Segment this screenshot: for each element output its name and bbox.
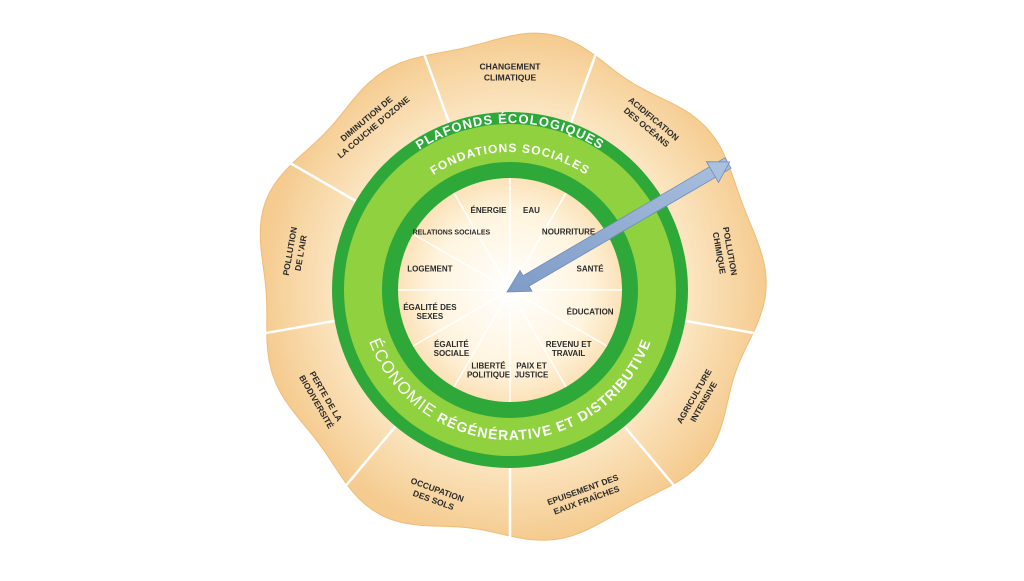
social-label: ÉDUCATION (567, 308, 614, 317)
social-label: SANTÉ (577, 265, 605, 274)
ecological-divider (343, 425, 397, 489)
ecological-divider (255, 319, 335, 337)
social-label: RELATIONS SOCIALES (413, 229, 491, 236)
social-divider (509, 289, 567, 388)
social-foundation-dividers (398, 178, 622, 402)
social-label: LOGEMENT (407, 265, 452, 274)
arrow-head-outer (705, 161, 731, 184)
ecological-divider (623, 425, 677, 489)
social-label: EAU (523, 206, 540, 215)
ecological-divider (685, 319, 765, 337)
ecological-divider (420, 47, 451, 124)
social-divider (412, 289, 511, 347)
social-divider (453, 289, 511, 388)
social-label: ÉNERGIE (470, 206, 507, 215)
social-label: NOURRITURE (542, 227, 596, 236)
social-divider (509, 289, 608, 347)
social-divider (412, 233, 511, 291)
diagonal-arrow (506, 157, 732, 293)
social-divider (453, 192, 511, 291)
arrow-shaft (506, 157, 732, 293)
ecological-divider (285, 159, 357, 203)
ecological-divider (569, 47, 600, 124)
